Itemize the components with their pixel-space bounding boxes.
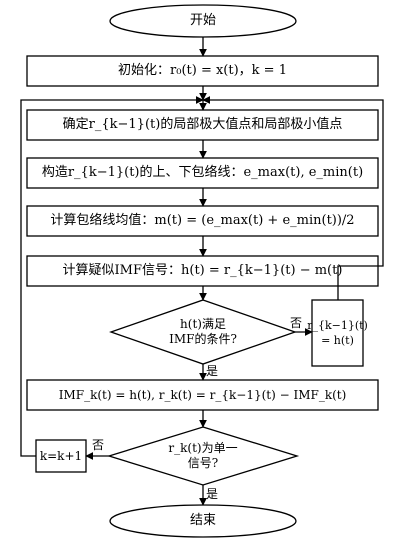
no-label-imf: 否: [290, 316, 303, 330]
loop-increment-back: [20, 96, 204, 457]
imf-decision: h(t)满足 IMF的条件?: [130, 312, 276, 352]
imf-decision-line1: h(t)满足: [180, 317, 226, 331]
init-box-shape: [26, 55, 379, 87]
loop-assign-back: [202, 96, 384, 300]
update-box-shape: [26, 379, 379, 411]
assign-line1: r_{k−1}(t): [307, 319, 368, 332]
single-decision-line1: r_k(t)为单一: [168, 441, 238, 455]
envelope-box: 构造r_{k−1}(t)的上、下包络线：e_max(t), e_min(t): [41, 165, 364, 180]
assign-line2: = h(t): [321, 334, 354, 347]
init-box: 初始化：r₀(t) = x(t)，k = 1: [118, 63, 287, 78]
mean-box: 计算包络线均值：m(t) = (e_max(t) + e_min(t))/2: [50, 213, 355, 228]
envelope-box-shape: [26, 157, 379, 189]
start-terminal: 开始: [189, 13, 216, 28]
single-decision-line2: 信号?: [187, 456, 219, 470]
candidate-box: 计算疑似IMF信号：h(t) = r_{k−1}(t) − m(t): [62, 263, 343, 278]
no-label-single: 否: [92, 438, 105, 452]
yes-label-single: 是: [206, 487, 219, 501]
yes-label-imf: 是: [206, 364, 219, 378]
increment-box: k=k+1: [39, 448, 83, 463]
imf-decision-line2: IMF的条件?: [169, 332, 237, 346]
extrema-box: 确定r_{k−1}(t)的局部极大值点和局部极小值点: [62, 117, 343, 132]
update-box: IMF_k(t) = h(t), r_k(t) = r_{k−1}(t) − I…: [58, 388, 347, 402]
assign-box: r_{k−1}(t) = h(t): [307, 300, 368, 366]
end-terminal: 结束: [189, 513, 216, 528]
single-decision: r_k(t)为单一 信号?: [134, 437, 272, 475]
